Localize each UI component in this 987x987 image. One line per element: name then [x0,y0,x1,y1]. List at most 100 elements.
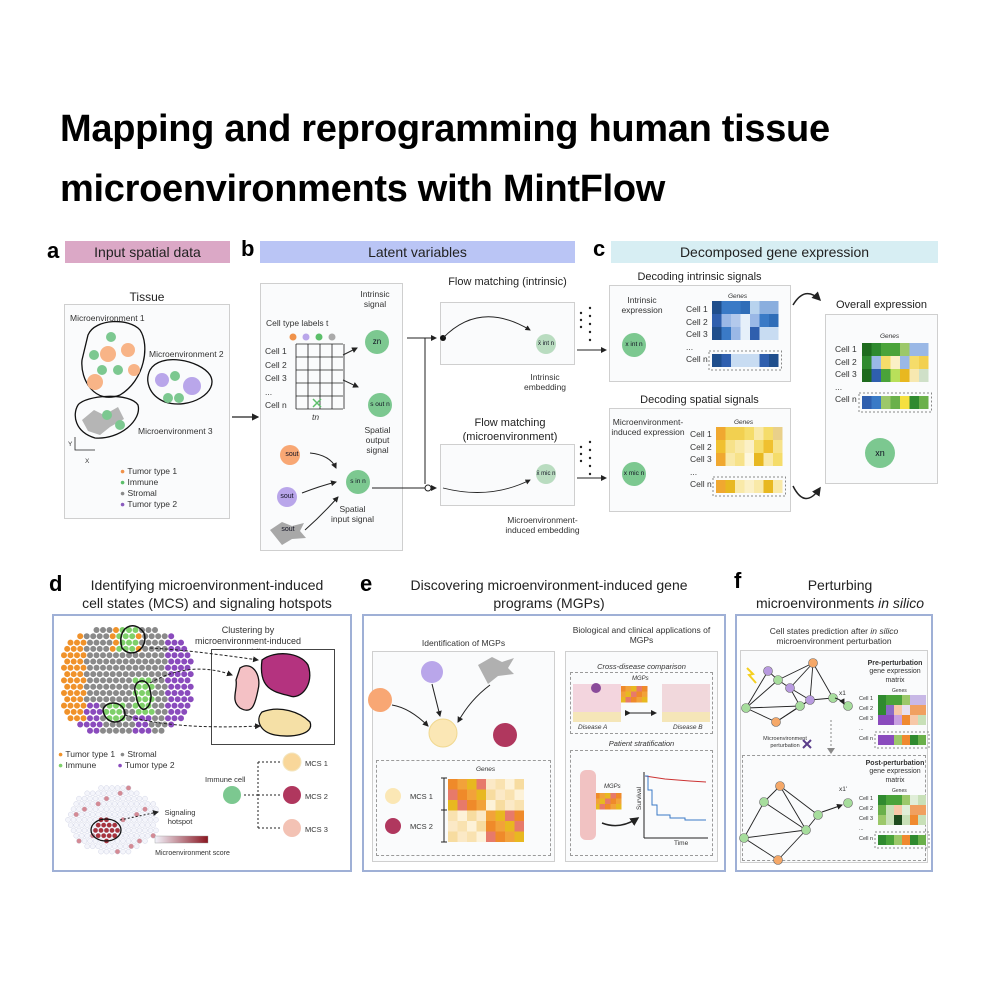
hex-spot [184,652,191,659]
hex-spot [126,652,132,659]
heatmap-cell [862,396,872,409]
f-subtitle-a: Cell states prediction after [769,626,871,636]
hex-spot [74,677,80,684]
heatmap-cell [909,356,919,369]
hex-spot [96,721,103,728]
axis-y-label: Y [68,441,73,448]
score-spot [100,811,107,818]
mgp-icon-cell [616,804,622,810]
hex-spot [174,708,181,715]
panel-a-header: Input spatial data [65,241,230,263]
identification-label: Identification of MGPs [421,638,506,648]
spatial-output-label: Spatial output signal [364,425,391,456]
stratify-arrow [601,817,640,827]
heatmap-cell [740,314,750,327]
heatmap-cell [750,314,760,327]
plus-node [424,484,432,492]
row-label: Cell 3 [835,369,857,379]
heatmap-cell [750,327,760,340]
hex-spot [187,658,194,665]
heatmap-cell [769,301,779,314]
intrinsic-expression-label: Intrinsic expression [621,295,663,316]
hex-spot [87,639,93,646]
immune-cell-icon [223,786,241,804]
heatmap-cell [886,795,894,805]
score-spot [103,795,110,802]
heatmap-cell [886,705,894,715]
score-spot [89,811,96,818]
score-spot [87,817,93,823]
heatmap-cell [754,440,764,453]
mgp-cell [495,831,505,842]
hex-spot [87,652,93,659]
figure-title-line1: Mapping and reprogramming human tissue [60,108,830,150]
hex-spot [80,639,87,646]
hex-spot [135,671,142,678]
mgp-icon-cell [594,798,600,804]
panel-b-letter: b [241,236,255,261]
hex-spot [103,645,110,652]
score-spot [92,827,99,834]
hex-spot [145,627,152,633]
hex-spot [100,664,106,671]
hex-spot [70,696,77,703]
immune-cell [163,393,173,403]
hex-spot [174,696,181,703]
hex-spot [171,639,178,646]
mgp-icon-cell [605,793,611,799]
hex-spot [93,702,100,709]
hex-spot [106,639,113,646]
disease-b-fat [662,712,710,722]
x-int-bar-cell [536,334,556,354]
score-spot [120,806,126,812]
nn-dots-micro [579,440,592,476]
score-spot [133,822,140,828]
score-spot [122,833,129,839]
hex-spot [80,664,87,671]
score-spot [109,785,115,791]
heatmap-cell [902,735,910,745]
row-label: ... [859,826,864,832]
score-spot [95,822,101,828]
decoding-spatial-title: Decoding spatial signals [640,394,759,406]
score-spot [122,822,129,828]
score-spot [100,790,107,796]
hex-spot [90,683,97,690]
heatmap-cell [712,354,722,367]
row-label: Cell n [859,736,874,742]
score-spot [122,843,129,849]
heatmap-cell [900,396,910,409]
hex-spot [61,702,67,709]
hex-spot [90,671,97,678]
heatmap-cell [902,805,910,815]
heatmap-cell [900,356,910,369]
mgp-cell [495,800,505,811]
hex-spot [165,702,171,709]
microenvironment-score-map [65,785,159,855]
row-label: Cell 3 [859,716,874,722]
score-spot [87,806,93,812]
row-label: ... [835,381,843,392]
score-spot [81,827,88,834]
patient-icon [580,770,596,840]
score-spot [76,806,82,812]
hex-spot [139,652,145,659]
heatmap-cell [773,480,783,493]
hex-spot [161,633,168,640]
mgp-cell [476,831,486,842]
score-spot [103,848,110,855]
hex-spot [61,652,67,659]
mcs2-cell-icon [283,786,301,804]
legend-label: Stromal [127,488,157,498]
score-spot [106,811,112,818]
hex-spot [67,652,74,659]
hex-spot [106,690,113,696]
hex-spot [116,721,123,728]
sout-tumor2-icon [277,487,297,507]
hex-spot [116,696,123,703]
score-spot [111,822,118,828]
intrinsic-embedding-label: Intrinsic embedding [523,372,567,393]
score-spot [106,822,112,828]
score-spot [95,801,101,807]
